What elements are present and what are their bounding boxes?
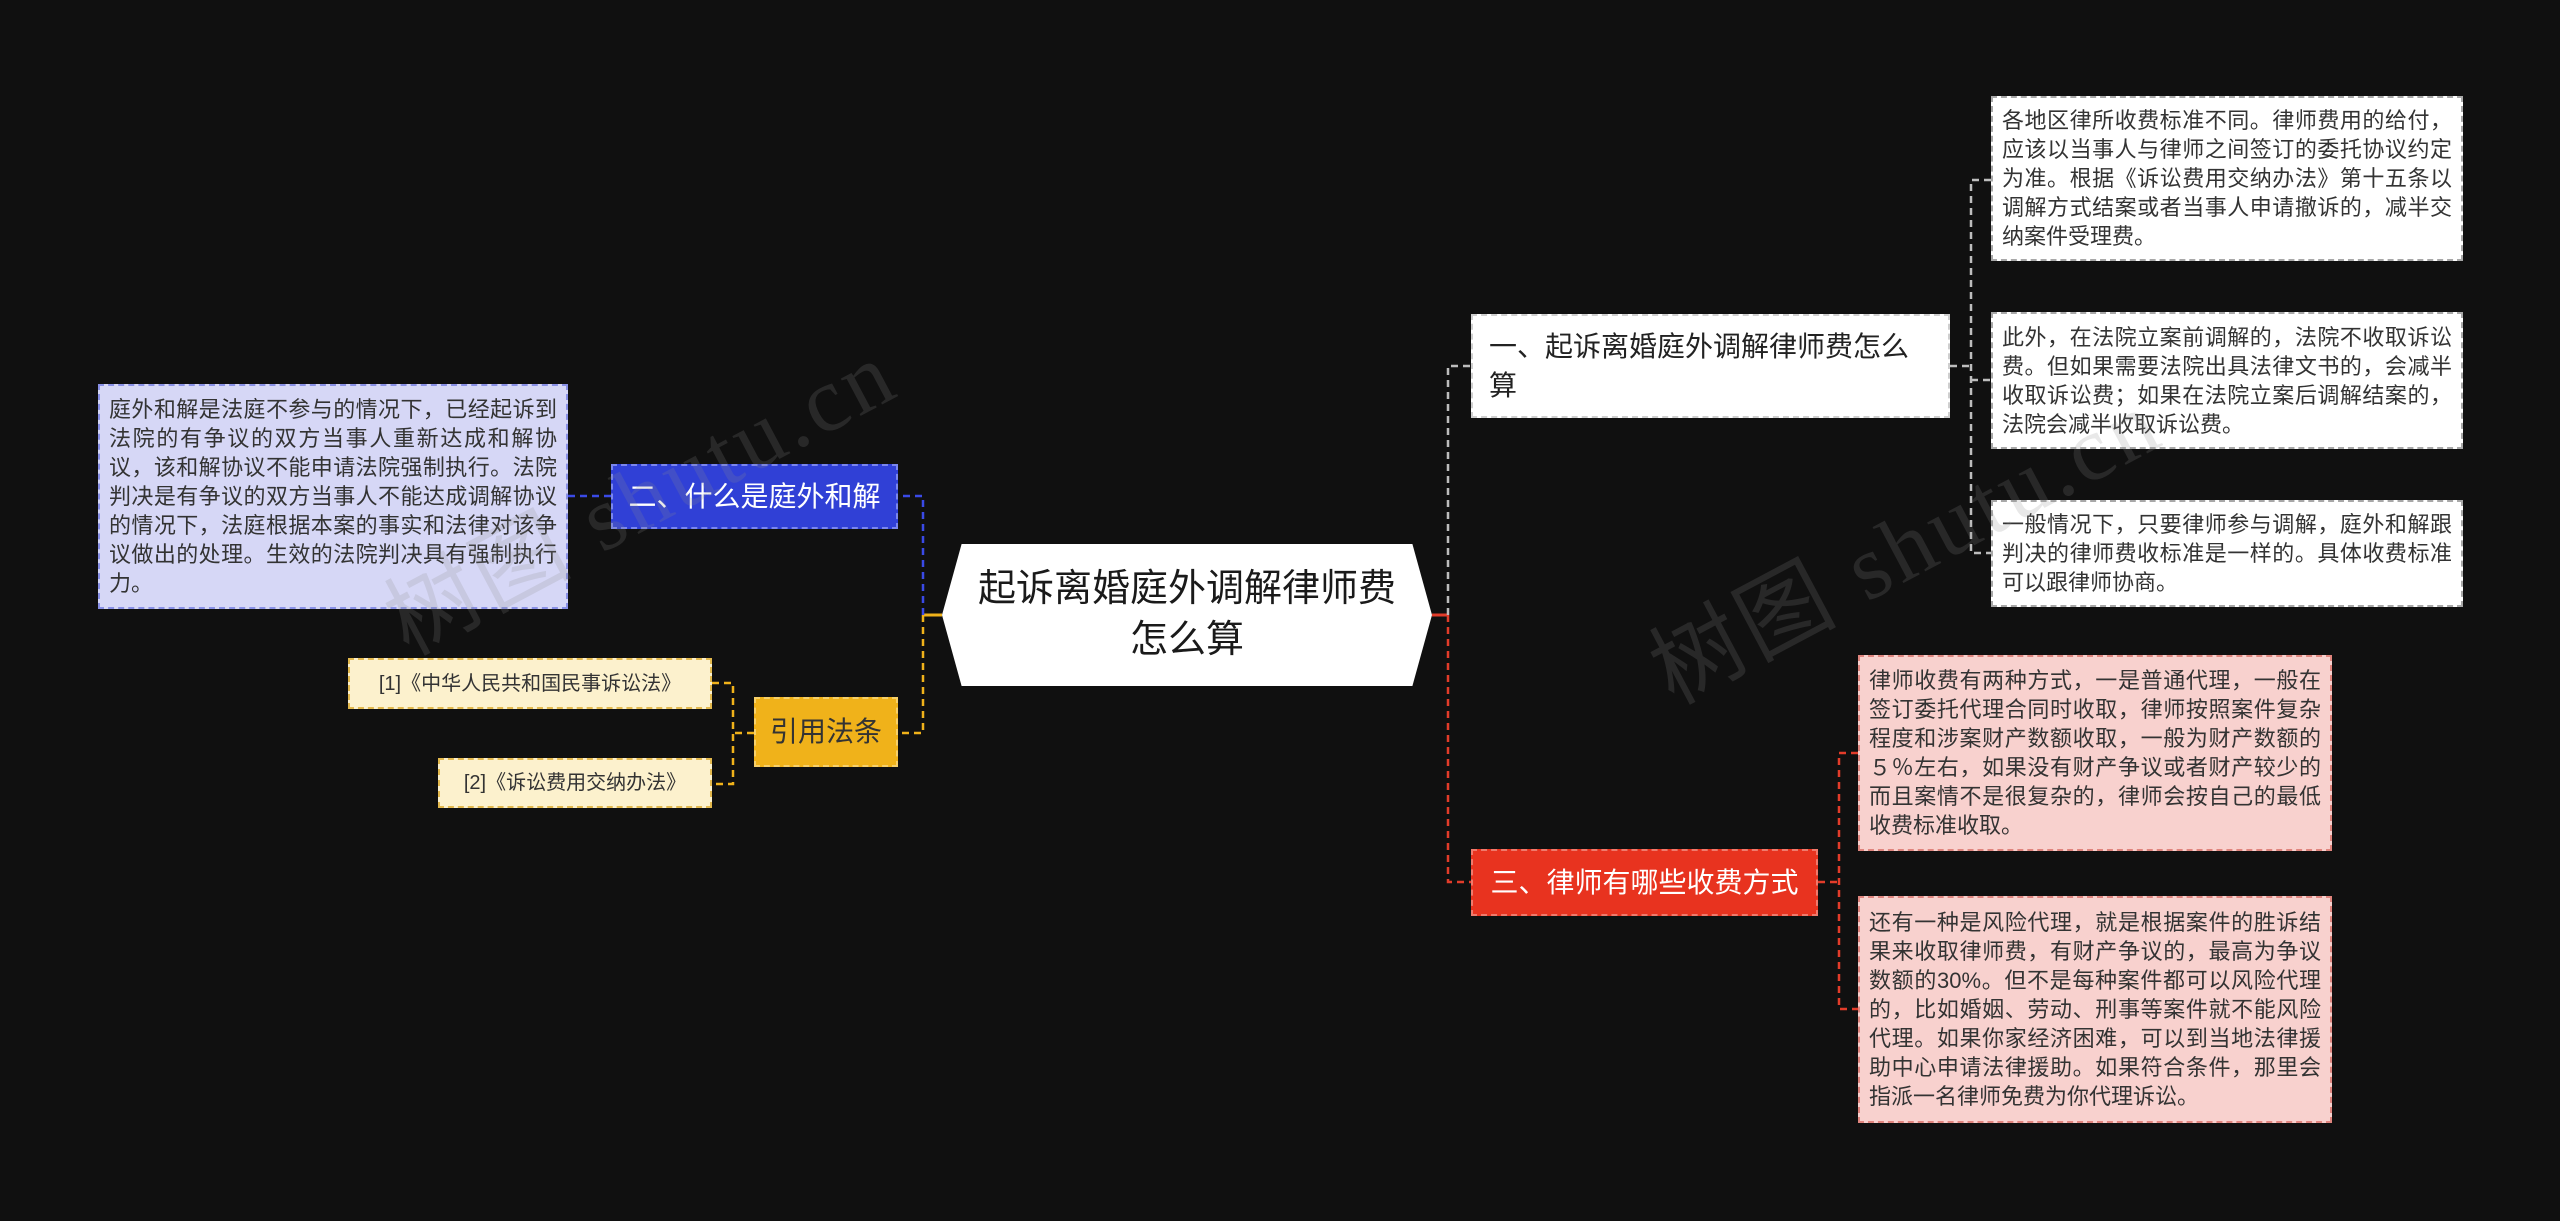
root-node: 起诉离婚庭外调解律师费怎么算	[942, 544, 1432, 686]
connector-root-to-fee-branch	[1446, 364, 1471, 615]
connector-root-to-citations-branch	[898, 615, 925, 735]
fee-child-node: 一般情况下，只要律师参与调解，庭外和解跟判决的律师费收标准是一样的。具体收费标准…	[1991, 500, 2463, 607]
fee-child-node: 此外，在法院立案前调解的，法院不收取诉讼费。但如果需要法院出具法律文书的，会减半…	[1991, 312, 2463, 449]
connector-root-to-methods-branch	[1446, 615, 1471, 884]
connector-citations-children-trunk	[712, 681, 735, 786]
fee-child-text: 各地区律所收费标准不同。律师费用的给付，应该以当事人与律师之间签订的委托协议约定…	[2002, 108, 2452, 249]
methods-child-node: 律师收费有两种方式，一是普通代理，一般在签订委托代理合同时收取，律师按照案件复杂…	[1858, 655, 2332, 851]
citation-text: [2]《诉讼费用交纳办法》	[463, 772, 687, 794]
methods-child-node: 还有一种是风险代理，就是根据案件的胜诉结果来收取律师费，有财产争议的，最高为争议…	[1858, 896, 2332, 1123]
branch-methods-label: 三、律师有哪些收费方式	[1490, 866, 1799, 898]
root-label: 起诉离婚庭外调解律师费怎么算	[977, 567, 1396, 661]
methods-child-text: 律师收费有两种方式，一是普通代理，一般在签订委托代理合同时收取，律师按照案件复杂…	[1869, 668, 2321, 838]
settlement-child-node: 庭外和解是法庭不参与的情况下，已经起诉到法院的有争议的双方当事人重新达成和解协议…	[98, 384, 568, 609]
settlement-child-text: 庭外和解是法庭不参与的情况下，已经起诉到法院的有争议的双方当事人重新达成和解协议…	[109, 397, 557, 596]
citation-text: [1]《中华人民共和国民事诉讼法》	[378, 672, 682, 695]
fee-child-text: 一般情况下，只要律师参与调解，庭外和解跟判决的律师费收标准是一样的。具体收费标准…	[2002, 512, 2452, 595]
branch-settlement-label: 二、什么是庭外和解	[628, 480, 881, 512]
fee-child-node: 各地区律所收费标准不同。律师费用的给付，应该以当事人与律师之间签订的委托协议约定…	[1991, 96, 2463, 261]
connector-fee-children-trunk	[1969, 178, 1991, 555]
connector-root-to-settlement-branch	[898, 494, 925, 615]
connector-methods-children-trunk	[1837, 751, 1858, 1011]
branch-fee-label: 一、起诉离婚庭外调解律师费怎么算	[1489, 330, 1910, 401]
branch-citations-label: 引用法条	[769, 716, 882, 748]
branch-methods-node: 三、律师有哪些收费方式	[1471, 849, 1818, 916]
fee-child-text: 此外，在法院立案前调解的，法院不收取诉讼费。但如果需要法院出具法律文书的，会减半…	[2002, 324, 2452, 437]
citation-node: [1]《中华人民共和国民事诉讼法》	[348, 658, 712, 709]
branch-citations-node: 引用法条	[754, 697, 898, 767]
citation-node: [2]《诉讼费用交纳办法》	[438, 758, 712, 808]
branch-settlement-node: 二、什么是庭外和解	[611, 464, 898, 529]
methods-child-text: 还有一种是风险代理，就是根据案件的胜诉结果来收取律师费，有财产争议的，最高为争议…	[1869, 910, 2321, 1109]
branch-fee-node: 一、起诉离婚庭外调解律师费怎么算	[1471, 314, 1950, 418]
